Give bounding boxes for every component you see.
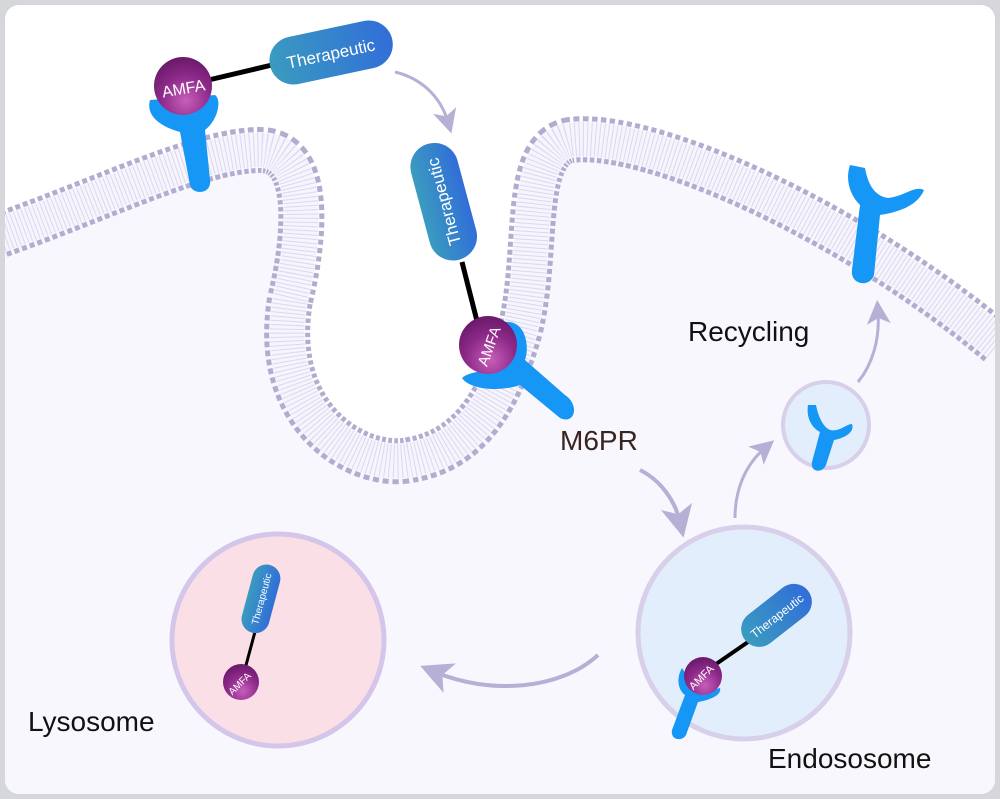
recycled-receptor-icon xyxy=(848,165,924,284)
therapeutic-pill xyxy=(410,142,478,261)
amfa-sphere xyxy=(154,57,212,115)
vesicle-receptor-icon xyxy=(807,405,853,471)
arrow-to-recycling-vesicle xyxy=(733,440,775,519)
recycling-vesicle xyxy=(781,380,871,470)
amfa-sphere xyxy=(684,657,722,695)
amfa-sphere xyxy=(459,316,517,374)
arrow-binding-to-internalization xyxy=(394,70,457,134)
arrow-to-endosome xyxy=(639,468,693,538)
m6pr-label: M6PR xyxy=(560,425,638,456)
recycling-label: Recycling xyxy=(688,316,809,347)
internalizing-complex: Therapeutic AMFA xyxy=(410,142,575,420)
amfa-sphere xyxy=(223,664,259,700)
cell-membrane xyxy=(5,116,995,485)
lysosome xyxy=(169,531,387,749)
therapeutic-pill xyxy=(269,20,393,85)
receptor-icon xyxy=(462,321,575,420)
therapeutic-pill xyxy=(241,564,281,634)
arrow-to-membrane xyxy=(856,300,891,383)
therapeutic-pill xyxy=(741,583,812,647)
lysosome-label: Lysosome xyxy=(28,706,155,737)
receptor-icon xyxy=(671,668,721,740)
surface-receptor-complex: Therapeutic AMFA xyxy=(149,20,393,192)
endosome-label: Endososome xyxy=(768,743,931,774)
arrow-to-lysosome xyxy=(420,653,600,693)
receptor-icon xyxy=(149,95,219,192)
lysosome-complex: Therapeutic AMFA xyxy=(223,564,281,700)
